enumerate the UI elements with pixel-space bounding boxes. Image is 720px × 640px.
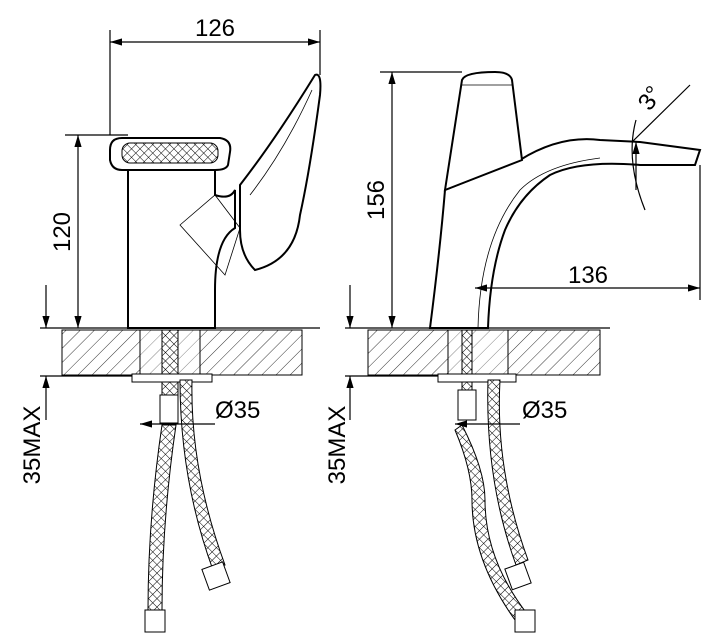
lever-handle-front	[239, 73, 322, 272]
reach-dimension: 136	[568, 262, 608, 289]
max-thickness-dimension-side: 35MAX	[324, 406, 351, 485]
faucet-body-side	[428, 138, 702, 329]
lever-handle-side	[443, 70, 524, 192]
max-thickness-dimension: 35MAX	[19, 406, 46, 485]
hose-left	[147, 424, 177, 611]
side-view: 156 136 3° 35MAX Ø35	[324, 70, 702, 633]
faucet-body-front	[127, 164, 236, 329]
width-dimension: 126	[195, 15, 235, 42]
front-view: 126 120 35MAX Ø35	[19, 15, 322, 633]
hose-right	[179, 379, 226, 571]
angle-dimension: 3°	[633, 81, 668, 115]
hose-side	[487, 379, 529, 566]
diameter-dimension-side: Ø35	[522, 397, 567, 424]
height-dimension: 120	[49, 212, 76, 252]
diameter-dimension: Ø35	[215, 397, 260, 424]
height-dimension-side: 156	[363, 180, 390, 220]
